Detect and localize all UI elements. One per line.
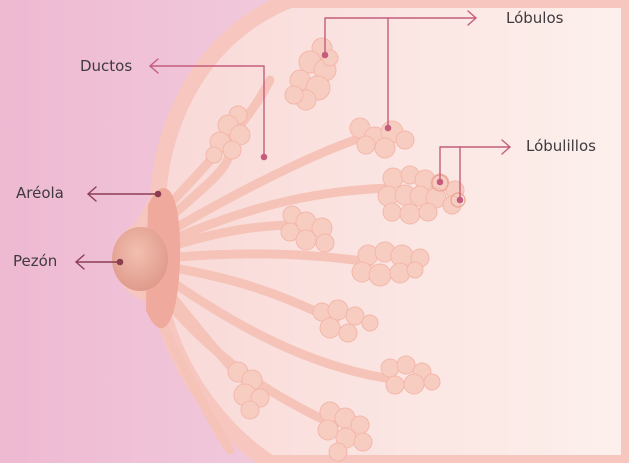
label-ductos: Ductos <box>80 57 132 75</box>
label-lobulillos: Lóbulillos <box>526 137 596 155</box>
label-areola: Aréola <box>16 184 64 202</box>
label-pezon: Pezón <box>13 252 57 270</box>
label-lobulos: Lóbulos <box>506 9 563 27</box>
